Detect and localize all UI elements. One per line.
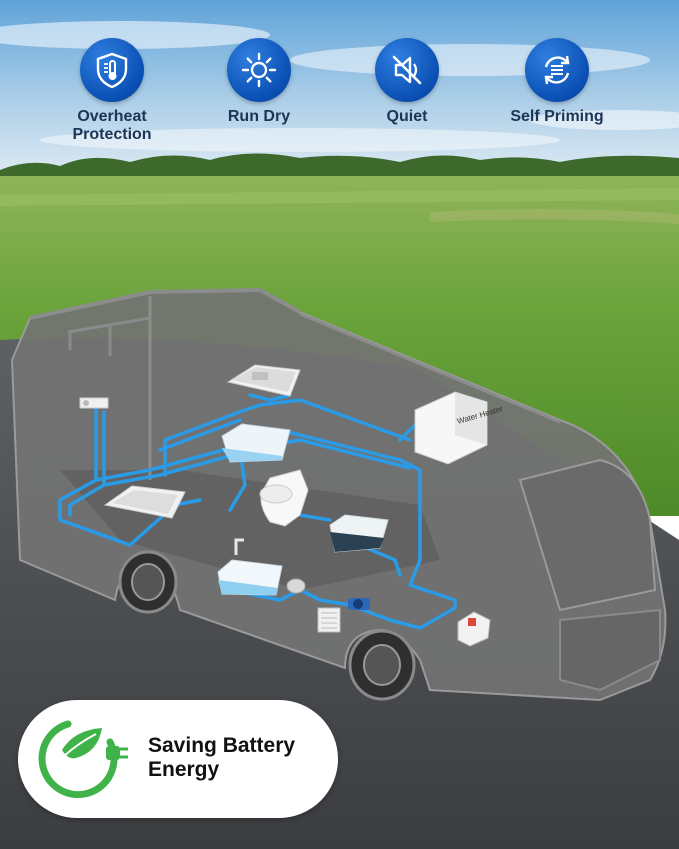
saving-battery-badge: Saving Battery Energy xyxy=(18,700,338,818)
feature-self-priming: Self Priming xyxy=(487,38,627,126)
feature-label: Run Dry xyxy=(227,108,291,125)
front-wheel xyxy=(348,629,416,701)
thermometer-shield-icon xyxy=(80,38,144,102)
feature-overheat-protection: Overheat Protection xyxy=(42,38,182,144)
waste-tank xyxy=(217,538,283,596)
shower-fixture xyxy=(79,397,109,409)
upper-sink xyxy=(226,364,301,397)
feature-label: Self Priming xyxy=(510,108,604,125)
cycle-arrows-icon xyxy=(525,38,589,102)
leaf-plug-icon xyxy=(38,720,128,799)
feature-label: Overheat Protection xyxy=(72,108,152,143)
toilet xyxy=(259,469,309,527)
water-pump xyxy=(348,598,370,610)
feature-label: Quiet xyxy=(386,108,428,125)
vent-panel xyxy=(317,607,341,633)
battery-switch xyxy=(457,611,491,647)
strainer xyxy=(286,578,306,594)
water-heater: Water Heater xyxy=(414,391,504,465)
badge-label: Saving Battery Energy xyxy=(148,734,296,781)
muted-speaker-icon xyxy=(375,38,439,102)
lower-sink xyxy=(103,485,186,519)
feature-run-dry: Run Dry xyxy=(189,38,329,126)
treeline xyxy=(0,153,679,178)
feature-quiet: Quiet xyxy=(337,38,477,126)
rear-wheel xyxy=(118,550,178,614)
sun-icon xyxy=(227,38,291,102)
fresh-water-tank xyxy=(221,423,291,463)
gray-water-tank xyxy=(329,514,389,553)
